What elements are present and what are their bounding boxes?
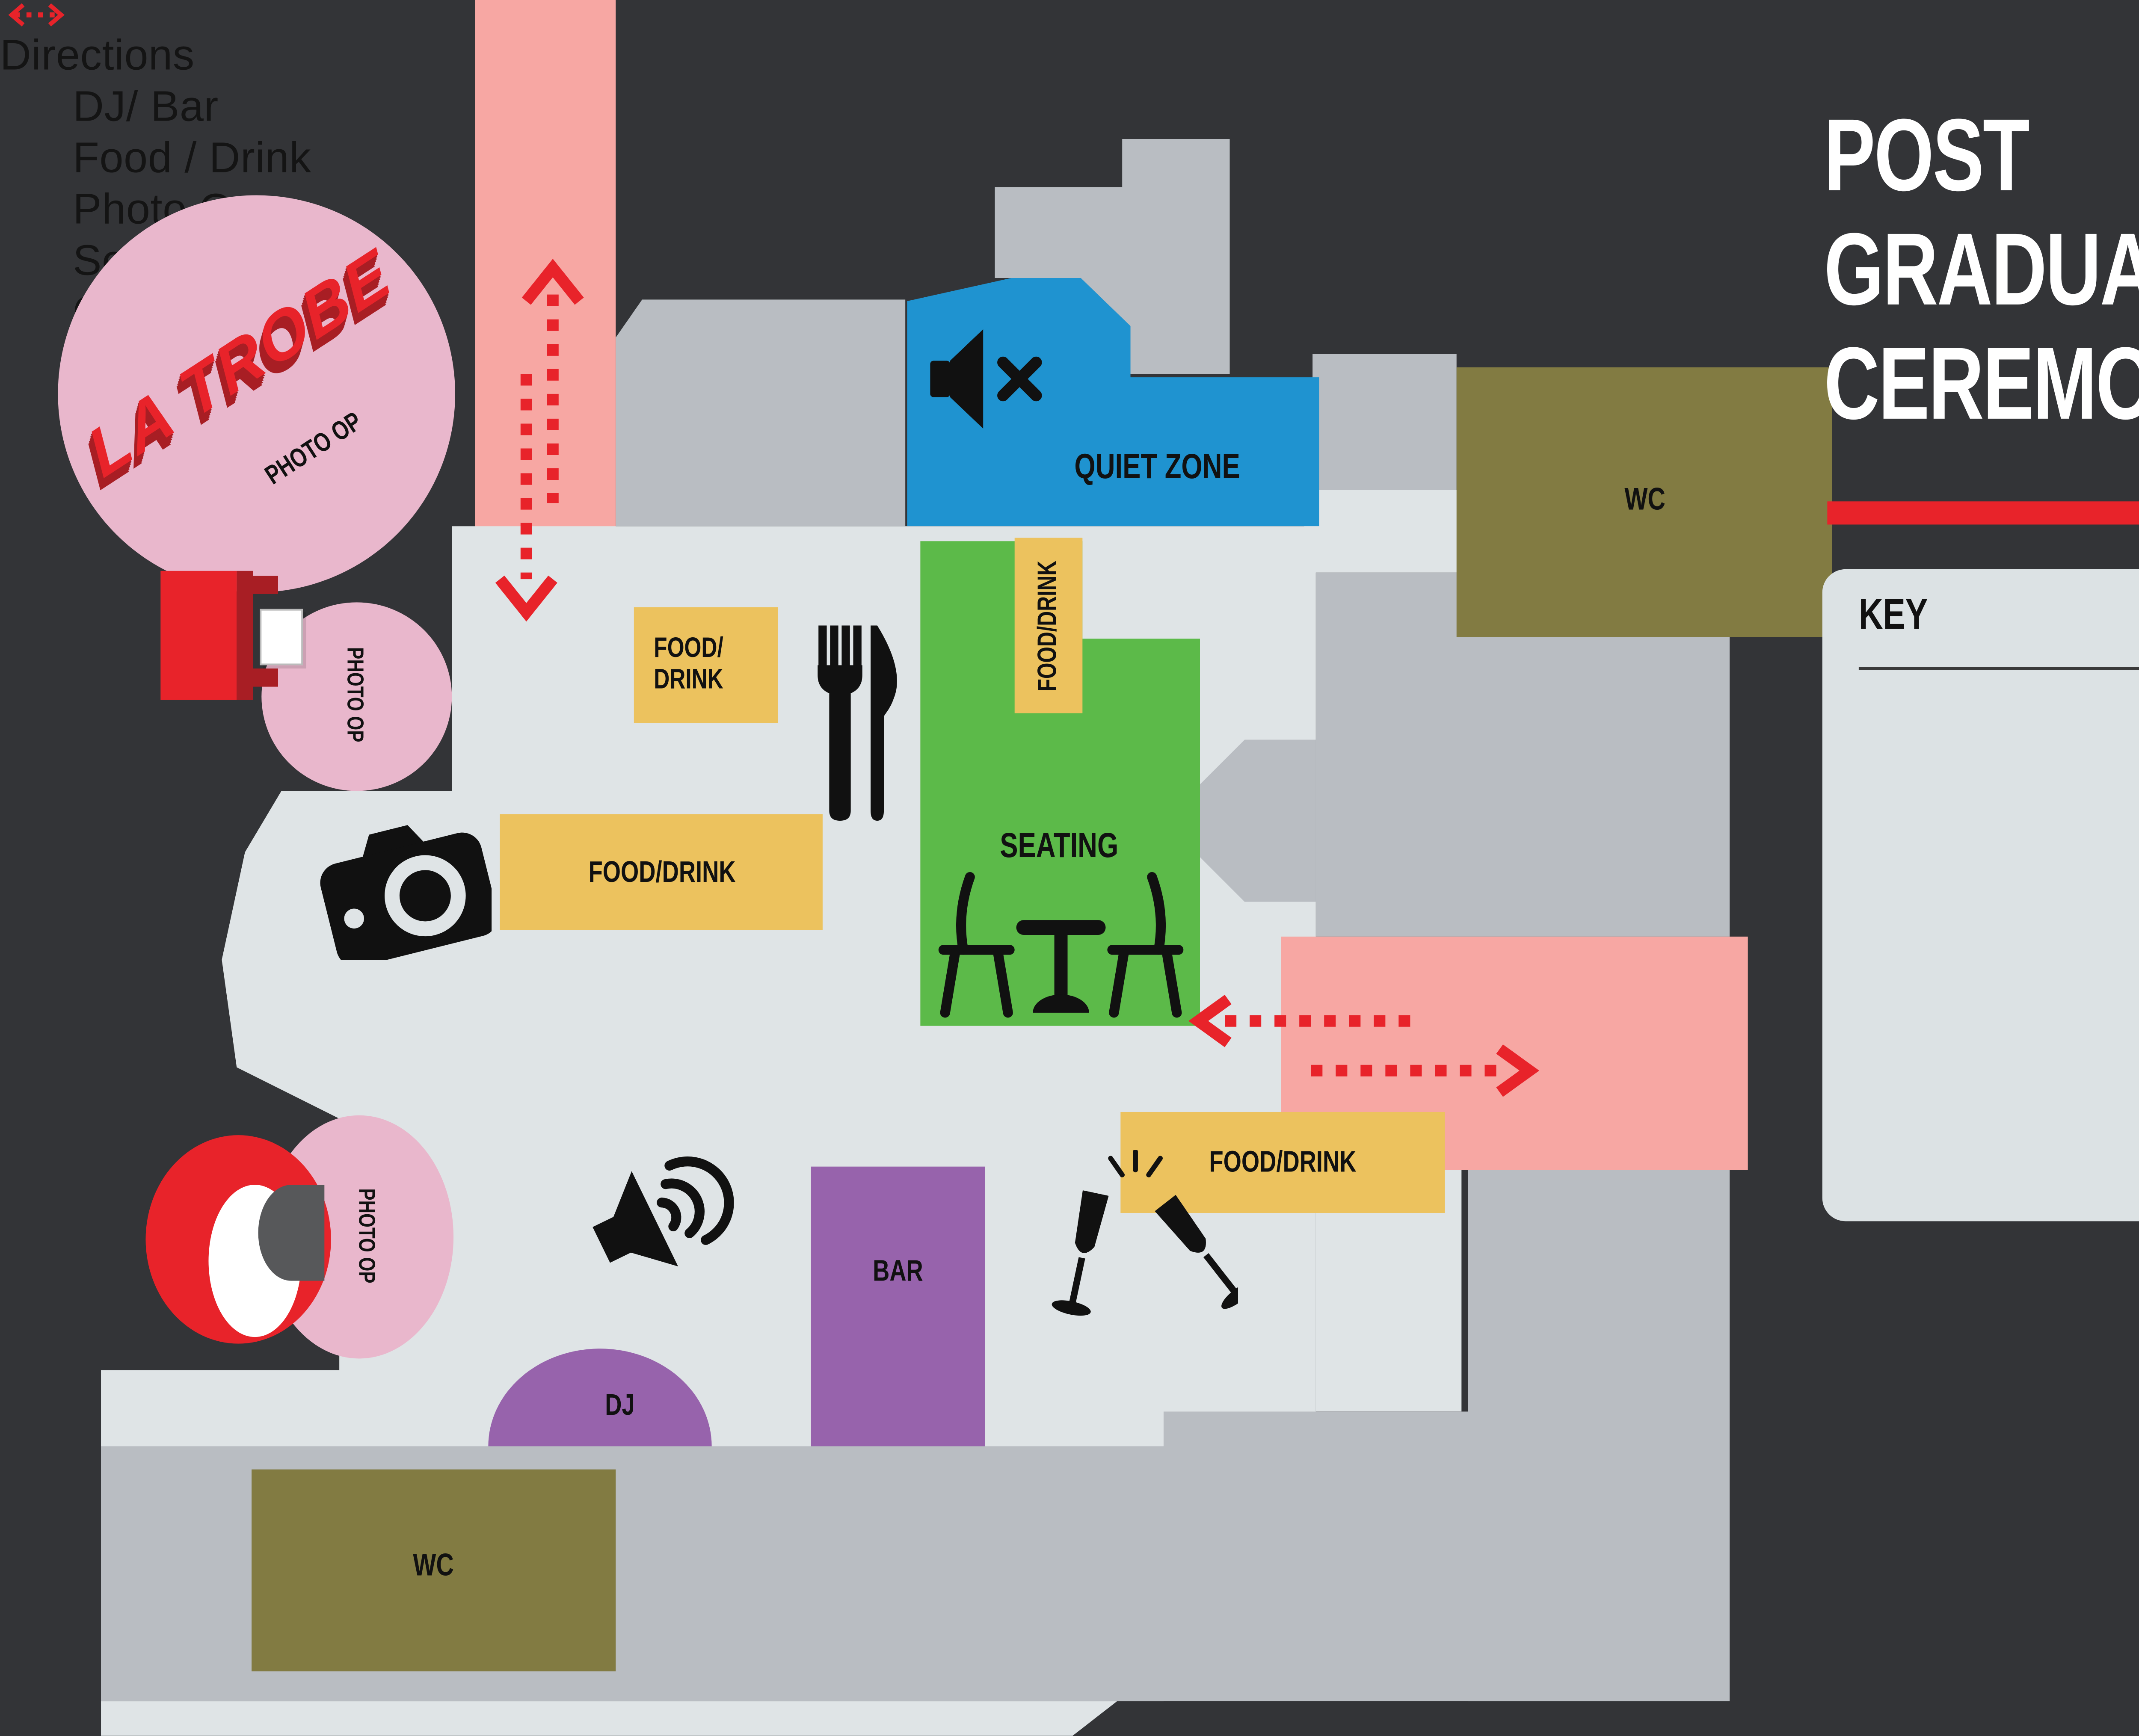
zone-wc-south-label: WC <box>413 1549 454 1584</box>
zone-food-drink-west-label: FOOD/DRINK <box>587 855 735 888</box>
zone-food-drink-small-label: FOOD/ DRINK <box>654 632 723 695</box>
photo-booth-mid-tab-bottom <box>253 668 278 687</box>
title-line-1: POST <box>1824 99 2030 214</box>
fork-knife-icon <box>818 625 897 821</box>
legend-divider <box>1858 667 2139 670</box>
photo-booth-south-seat <box>258 1185 325 1281</box>
speaker-waves-icon <box>593 1156 734 1266</box>
page-title: POST GRADUATION CEREMONY <box>1824 99 2139 442</box>
directions-arrow-icon <box>8 3 65 27</box>
zone-food-drink-banner-label: FOOD/DRINK <box>1034 560 1063 691</box>
wall-east-lower <box>1468 1170 1730 1701</box>
champagne-glasses-icon <box>1052 1150 1238 1316</box>
zone-bar <box>811 1166 985 1446</box>
wall-top-trapezoid <box>616 299 906 526</box>
title-line-3: CEREMONY <box>1824 328 2139 442</box>
legend-item-food-drink: Food / Drink <box>73 132 311 182</box>
arrow-up-icon <box>521 259 584 503</box>
wall-southeast-connector <box>1111 1411 1468 1701</box>
floor-south-strip <box>101 1701 1117 1736</box>
title-line-2: GRADUATION <box>1824 213 2139 328</box>
photo-op-south-label: PHOTO OP <box>354 1189 381 1284</box>
zone-food-drink-west <box>500 814 823 930</box>
camera-icon <box>320 825 492 960</box>
zone-dj-label: DJ <box>606 1387 636 1421</box>
wall-bump-east <box>1198 739 1316 902</box>
zone-food-drink-east-label: FOOD/DRINK <box>1209 1145 1357 1178</box>
title-underline <box>1827 501 2139 525</box>
arrow-down-icon <box>495 374 557 622</box>
zone-quiet-label: QUIET ZONE <box>1074 448 1240 487</box>
zone-food-drink-banner <box>1014 538 1083 713</box>
legend-panel <box>1822 569 2139 1221</box>
zone-bar-label: BAR <box>873 1253 923 1287</box>
photo-booth-mid-tab-top <box>253 576 278 594</box>
legend-heading: KEY <box>1858 589 1928 639</box>
photo-booth-mid-side <box>237 571 253 700</box>
table-chairs-icon <box>938 872 1184 1018</box>
corridor-north <box>475 0 616 533</box>
zone-wc-north-label: WC <box>1624 483 1665 518</box>
legend-item-directions: Directions <box>0 0 2139 81</box>
photo-booth-mid-screen <box>260 609 303 665</box>
muted-speaker-icon <box>930 329 1042 429</box>
legend-item-dj-bar: DJ/ Bar <box>73 81 219 131</box>
zone-seating-label: SEATING <box>1000 827 1119 866</box>
zone-food-drink-small <box>634 607 778 723</box>
arrow-left-icon <box>1188 994 1417 1047</box>
zone-wc-south <box>252 1469 616 1671</box>
photo-op-mid-label: PHOTO OP <box>342 647 369 743</box>
zone-wc-north <box>1456 367 1832 637</box>
photo-op-la-trobe-circle <box>58 195 455 593</box>
arrow-right-icon <box>1311 1044 1540 1097</box>
wall-block-west-of-wc <box>1312 354 1457 490</box>
photo-booth-mid <box>160 571 237 700</box>
